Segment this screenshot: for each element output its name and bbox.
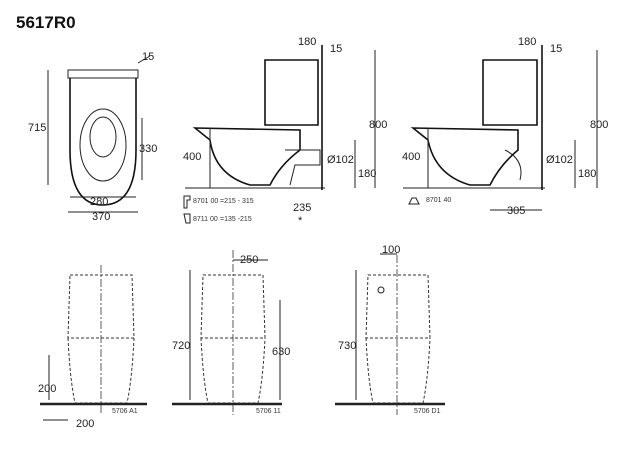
dim-200-width: 200: [76, 418, 94, 430]
dim-100: 100: [382, 244, 400, 256]
dim-diameter-102: Ø102: [327, 154, 354, 166]
fitting-code: 8701 00: [193, 198, 218, 205]
dim-400: 400: [183, 151, 201, 163]
pan-connector-icon: [408, 197, 420, 205]
side-view-1: 180 15 800 400 Ø102 180 235 * 8701 00 =2…: [183, 36, 387, 227]
dim-180-outlet: 180: [578, 168, 596, 180]
dim-330: 330: [139, 143, 157, 155]
dim-diameter-102: Ø102: [546, 154, 573, 166]
dim-305: 305: [507, 205, 525, 217]
dim-370: 370: [92, 211, 110, 223]
dim-15: 15: [550, 43, 562, 55]
fitting-range: =215 - 315: [220, 198, 254, 205]
top-view: 15 715 330 280 370: [28, 51, 157, 223]
dim-730: 730: [338, 340, 356, 352]
fitting-code: 8711 00: [193, 216, 218, 223]
fitting-range: =135 -215: [220, 216, 252, 223]
dim-235: 235: [293, 202, 311, 214]
star-note: *: [298, 215, 303, 227]
front-view-1: 200 200 5706 A1: [38, 265, 147, 430]
front-view-3: 100 730 5706 D1: [335, 244, 445, 415]
side-view-2: 180 15 800 400 Ø102 180 305 8701 40: [402, 36, 608, 217]
dim-200-height: 200: [38, 383, 56, 395]
dim-180: 180: [298, 36, 316, 48]
pan-connector-icon: [183, 195, 191, 209]
fitting-code: 8701 40: [426, 197, 451, 204]
product-code: 5706 A1: [112, 408, 138, 415]
front-view-2: 250 720 630 5706 11: [172, 250, 290, 415]
dim-15: 15: [330, 43, 342, 55]
dim-800: 800: [369, 119, 387, 131]
dim-180-outlet: 180: [358, 168, 376, 180]
product-code: 5706 11: [256, 408, 281, 415]
model-title: 5617R0: [16, 13, 76, 32]
dim-720: 720: [172, 340, 190, 352]
product-code: 5706 D1: [414, 408, 441, 415]
dim-180: 180: [518, 36, 536, 48]
dim-15: 15: [142, 51, 154, 63]
dim-715: 715: [28, 122, 46, 134]
pan-connector-icon: [183, 213, 191, 224]
dim-250: 250: [240, 254, 258, 266]
dim-280: 280: [90, 196, 108, 208]
dim-630: 630: [272, 346, 290, 358]
dim-400: 400: [402, 151, 420, 163]
dim-800: 800: [590, 119, 608, 131]
